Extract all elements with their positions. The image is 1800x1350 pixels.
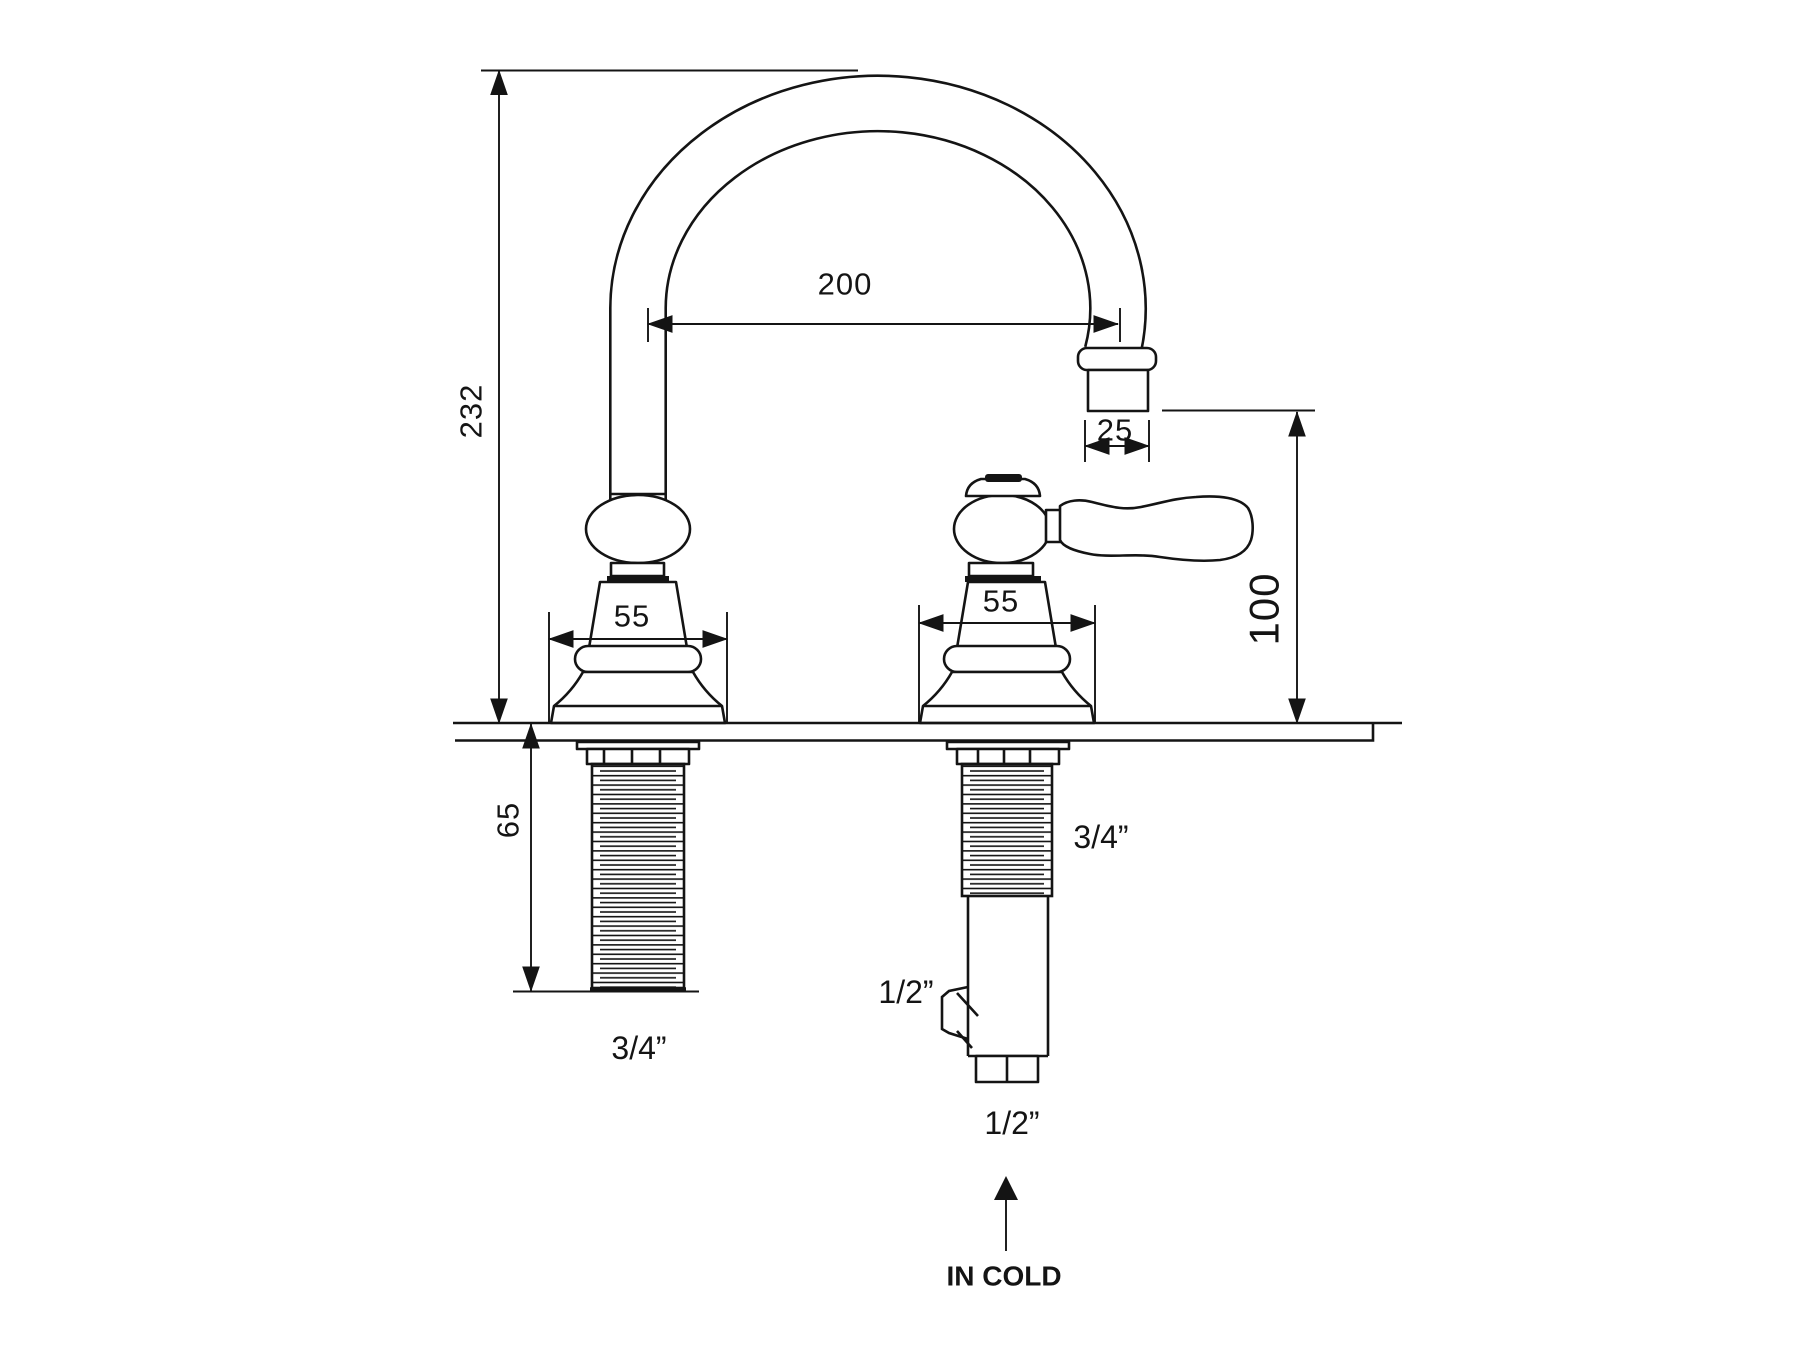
dim-under-deck-length: 65 (491, 723, 699, 993)
mounting-deck (453, 721, 1402, 742)
right-base-bead (942, 644, 1072, 674)
spout-tube-inner (611, 77, 1145, 540)
right-shank-nut-facets (976, 749, 1032, 764)
left-shank-nut-facets (602, 749, 662, 764)
gooseneck-spout (609, 74, 1158, 540)
side-outlet-chamfer-lines (956, 992, 979, 1049)
inlet-flow-label: IN COLD (946, 1261, 1061, 1292)
handle-lever (1058, 495, 1254, 563)
dim-left-base-width: 55 (548, 599, 728, 723)
left-neck-ring (609, 561, 666, 578)
spout-nozzle (1086, 368, 1150, 413)
left-base-bead (573, 644, 703, 674)
right-shank (940, 740, 1071, 1084)
left-neck-band (607, 576, 669, 582)
inlet-flow-annotation: IN COLD (946, 1176, 1062, 1292)
dim-right-base-width: 55 (918, 584, 1096, 723)
handle-cap-band (985, 474, 1022, 482)
handle-valve (918, 474, 1254, 725)
deck-bottom-line (455, 723, 1375, 742)
dim-100-label: 100 (1241, 572, 1288, 645)
dim-200-label: 200 (818, 267, 873, 302)
dim-55R-label: 55 (983, 584, 1019, 619)
dim-spout-reach: 200 (647, 267, 1121, 342)
right-shank-pipe (966, 896, 1050, 1058)
dim-25-label: 25 (1097, 413, 1133, 448)
side-outlet-port (940, 985, 969, 1041)
dim-65-label: 65 (491, 802, 526, 838)
right-shank-thread-label: 3/4” (1073, 819, 1128, 855)
handle-cap (964, 477, 1042, 498)
right-shank-nut (955, 747, 1061, 766)
left-ball-joint (584, 493, 692, 565)
left-shank-nut (585, 747, 691, 766)
spout-collar (1076, 346, 1158, 372)
left-base-skirt (549, 670, 727, 725)
right-shank-thread (960, 762, 1054, 898)
inlet-flow-arrow-head (994, 1176, 1018, 1200)
dim-232-label: 232 (454, 384, 489, 439)
dim-overall-height: 232 (454, 69, 858, 724)
left-shank (575, 740, 701, 992)
bottom-inlet-thread-label: 1/2” (984, 1105, 1039, 1141)
left-shank-thread-label: 3/4” (611, 1030, 666, 1066)
right-base-skirt (918, 670, 1096, 725)
right-neck-ring (967, 561, 1035, 578)
right-neck-band (965, 576, 1041, 582)
dim-55L-label: 55 (614, 599, 650, 634)
dim-handle-height: 100 (1162, 409, 1315, 724)
left-shank-thread (590, 762, 686, 990)
handle-ball (952, 493, 1052, 565)
side-outlet-thread-label: 1/2” (878, 974, 933, 1010)
dim-outlet-width: 25 (1084, 413, 1150, 462)
